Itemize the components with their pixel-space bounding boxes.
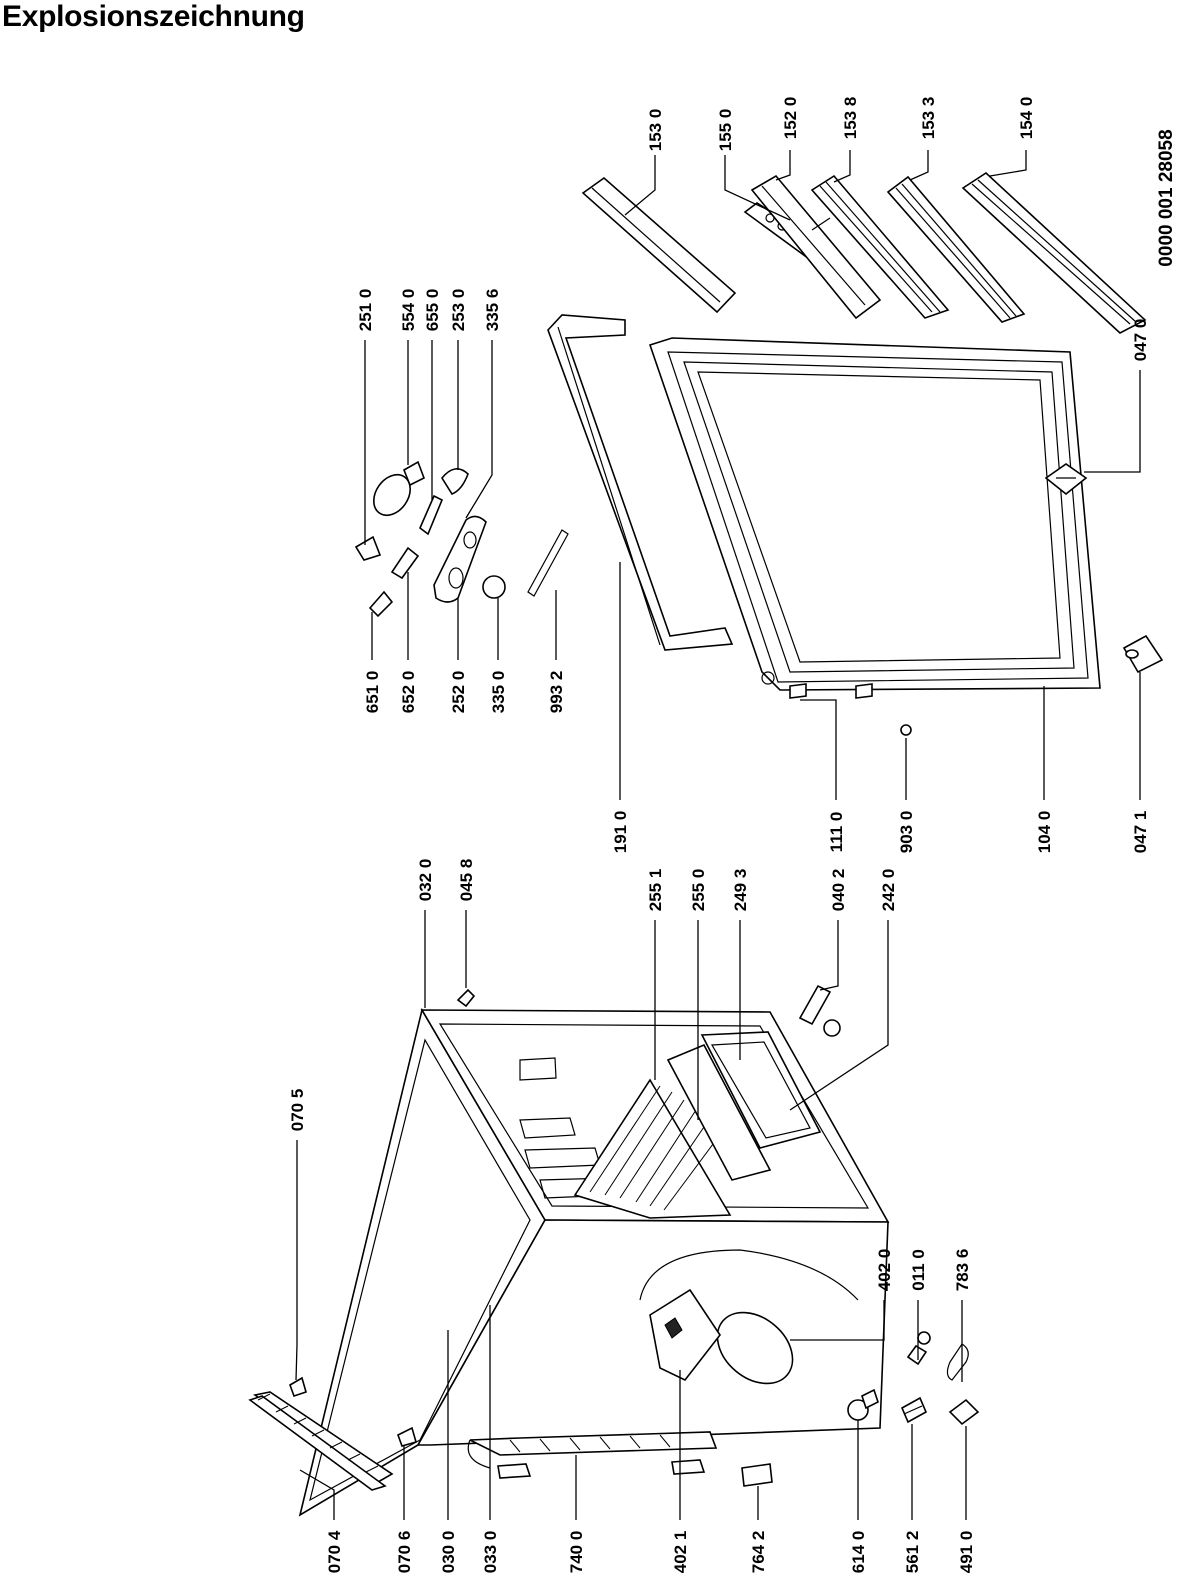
label-252-0: 252 0 xyxy=(449,671,468,714)
label-903-0: 903 0 xyxy=(897,811,916,854)
door-104-0 xyxy=(648,337,1101,691)
label-030-0: 030 0 xyxy=(439,1531,458,1574)
hinge-111-0 xyxy=(789,683,807,699)
part-253-0 xyxy=(441,468,469,495)
label-111-0: 111 0 xyxy=(827,812,846,853)
door-shelf-153-0 xyxy=(581,176,737,314)
screw-903-0 xyxy=(900,724,912,736)
label-993-2: 993 2 xyxy=(547,671,566,714)
label-561-2: 561 2 xyxy=(903,1531,922,1574)
label-402-1: 402 1 xyxy=(671,1531,690,1574)
part-335-0 xyxy=(482,575,506,599)
part-993-2 xyxy=(527,529,569,597)
part-491-0 xyxy=(948,1398,980,1426)
door-shelf-153-3 xyxy=(886,175,1026,323)
part-561-2 xyxy=(900,1396,928,1424)
document-id: 0000 001 28058 xyxy=(1156,129,1177,266)
door-gasket-191-0 xyxy=(547,314,734,651)
door-shelf-154-0 xyxy=(961,171,1147,334)
part-070-5 xyxy=(289,1376,307,1398)
control-parts-group xyxy=(354,460,569,618)
label-402-0: 402 0 xyxy=(875,1249,894,1292)
cover-plate-070-4 xyxy=(248,1391,394,1491)
foot-047-1 xyxy=(1122,634,1164,674)
label-070-4: 070 4 xyxy=(325,1530,344,1573)
label-040-2: 040 2 xyxy=(829,869,848,912)
door-shelf-152-0 xyxy=(750,174,882,320)
label-614-0: 614 0 xyxy=(849,1531,868,1574)
label-070-5: 070 5 xyxy=(288,1089,307,1132)
label-153-3: 153 3 xyxy=(919,97,938,140)
label-047-0: 047 0 xyxy=(1131,319,1150,362)
door-shelf-153-8 xyxy=(810,174,950,319)
label-155-0: 155 0 xyxy=(716,109,735,152)
label-651-0: 651 0 xyxy=(363,671,382,714)
label-783-6: 783 6 xyxy=(953,1249,972,1292)
label-154-0: 154 0 xyxy=(1017,97,1036,140)
label-104-0: 104 0 xyxy=(1035,811,1054,854)
label-740-0: 740 0 xyxy=(567,1531,586,1574)
label-655-0: 655 0 xyxy=(423,289,442,332)
label-491-0: 491 0 xyxy=(957,1531,976,1574)
label-191-0: 191 0 xyxy=(611,811,630,854)
page-title: Explosionszeichnung xyxy=(2,0,305,33)
label-153-8: 153 8 xyxy=(841,97,860,140)
label-033-0: 033 0 xyxy=(481,1531,500,1574)
label-070-6: 070 6 xyxy=(395,1531,414,1574)
label-251-0: 251 0 xyxy=(356,289,375,332)
label-032-0: 032 0 xyxy=(416,859,435,902)
label-011-0: 011 0 xyxy=(909,1249,928,1291)
foot-047-0 xyxy=(1044,463,1088,496)
label-253-0: 253 0 xyxy=(449,289,468,332)
label-153-0: 153 0 xyxy=(646,109,665,152)
part-655-0 xyxy=(419,494,444,536)
label-242-0: 242 0 xyxy=(879,869,898,912)
part-011-0 xyxy=(906,1331,931,1366)
label-255-0: 255 0 xyxy=(689,869,708,912)
part-070-6 xyxy=(397,1426,417,1447)
part-251-0 xyxy=(354,535,382,561)
label-554-0: 554 0 xyxy=(399,289,418,332)
part-labels: 153 0 155 0 152 0 153 8 153 3 154 0 251 … xyxy=(288,97,1150,1574)
compressor-402-0 xyxy=(716,1311,794,1385)
part-783-6 xyxy=(946,1343,969,1381)
label-047-1: 047 1 xyxy=(1131,811,1150,854)
label-255-1: 255 1 xyxy=(646,869,665,912)
part-764-2 xyxy=(741,1463,773,1487)
label-764-2: 764 2 xyxy=(749,1531,768,1574)
label-249-3: 249 3 xyxy=(731,869,750,912)
label-335-0: 335 0 xyxy=(489,671,508,714)
label-652-0: 652 0 xyxy=(399,671,418,714)
cabinet-body xyxy=(298,1007,890,1517)
label-335-6: 335 6 xyxy=(483,289,502,332)
part-040-2 xyxy=(798,984,841,1037)
part-252-0 xyxy=(433,515,487,603)
part-045-8 xyxy=(456,988,476,1008)
label-045-8: 045 8 xyxy=(457,859,476,902)
label-152-0: 152 0 xyxy=(781,97,800,140)
part-652-0 xyxy=(390,546,420,580)
part-651-0 xyxy=(368,590,394,618)
part-554-0 xyxy=(373,473,411,517)
